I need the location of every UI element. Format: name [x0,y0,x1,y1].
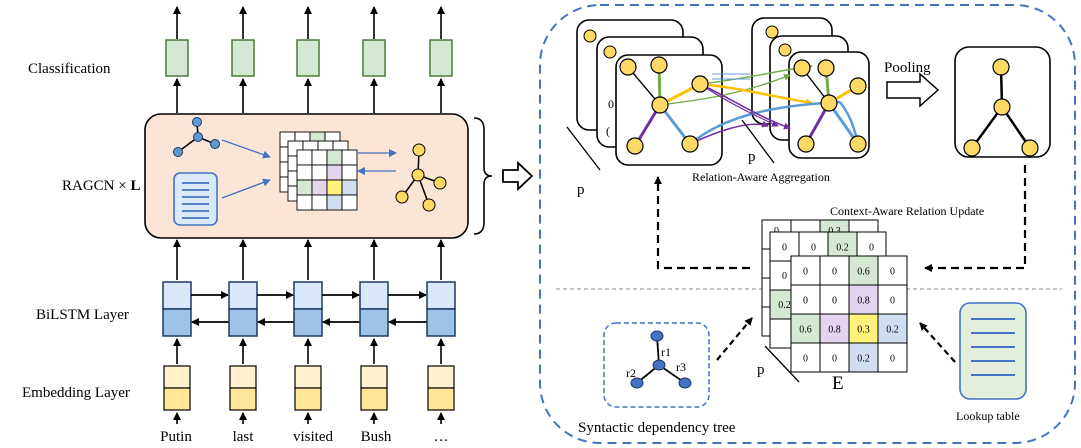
bilstm-forward-cell [293,281,323,310]
svg-text:0: 0 [832,354,837,365]
svg-text:0: 0 [803,354,808,365]
relation-aware-aggregation-label: Relation-Aware Aggregation [692,170,830,184]
classification-box [231,39,255,77]
bilstm-backward-cell [162,308,192,337]
token-column [426,6,456,424]
e-label: E [832,373,844,394]
graph-to-matrix-arrow [221,139,271,159]
svg-text:0: 0 [811,243,816,254]
ragcn-matrix-stack [279,131,358,211]
classification-label: Classification [28,61,111,77]
bilstm-backward-cell [359,308,389,337]
syntactic-tree: r1 r2 r3 [603,322,710,408]
left-graph-nodes [583,29,709,155]
bilstm-forward-cell [359,281,389,310]
svg-text:0: 0 [782,271,787,282]
input-word: Bush [361,429,392,445]
svg-text:0.2: 0.2 [886,325,899,336]
bilstm-label: BiLSTM Layer [36,307,129,323]
embedding-label: Embedding Layer [22,385,130,401]
input-word: visited [293,429,333,445]
classification-box [429,39,453,77]
tree-node-r1: r1 [661,345,671,359]
small-graph-icon [173,117,220,157]
svg-text:(: ( [606,124,610,138]
svg-text:0: 0 [890,267,895,278]
pooling-label: Pooling [884,60,931,76]
bilstm-backward-cell [293,308,323,337]
tree-node-r2: r2 [626,366,636,380]
aggregation-dashed-arrow [654,176,750,270]
pooled-graph [954,46,1051,158]
ragcn-detail-dashed-frame [539,4,1076,444]
embedding-cell-top [163,365,191,389]
pooling-arrow-icon [886,72,940,108]
svg-text:0.2: 0.2 [836,243,849,254]
svg-text:0: 0 [890,354,895,365]
e-matrix-layer-front: 0 0 0.6 0 0 0 0.8 0 0.6 0.8 0.3 0.2 0 0 0.2 0 [790,255,908,373]
left-panel: Classification RAGCN × L BiLSTM Layer Em… [22,6,534,445]
input-word: last [233,429,255,445]
svg-text:0: 0 [608,97,614,111]
svg-text:0: 0 [803,267,808,278]
tree-node-r3: r3 [676,360,686,374]
svg-text:0: 0 [832,267,837,278]
ragcn-bracket [473,117,493,235]
svg-text:0: 0 [832,296,837,307]
token-column [359,6,427,424]
ragcn-output-graph [395,143,447,212]
input-word: Putin [160,429,192,445]
p-label-left: p [577,182,585,198]
token-column [293,6,360,424]
bilstm-backward-cell [228,308,258,337]
svg-text:0: 0 [782,243,787,254]
svg-text:0.8: 0.8 [828,325,841,336]
classification-box [296,39,320,77]
svg-text:0.3: 0.3 [857,325,870,336]
svg-text:0.2: 0.2 [778,300,791,311]
bilstm-forward-cell [426,281,456,310]
ragcn-label: RAGCN × L [62,178,140,194]
doc-to-matrix-arrow [221,178,271,199]
svg-text:0.8: 0.8 [857,296,870,307]
mid-graph-nodes [765,25,867,153]
embedding-cell-bottom [163,387,191,411]
svg-text:0.2: 0.2 [857,354,870,365]
embedding-cell-bottom [294,387,322,411]
bilstm-forward-cell [228,281,258,310]
relation-matrix-E: 0 0.3 0 0 0.2 0 0.2 00 0 0.6 0 0 0 0.8 0 0.6 0.8 0.3 0.2 0 0… [761,219,908,373]
bilstm-forward-cell [162,281,192,310]
document-icon [173,172,218,226]
lookup-table-label: Lookup table [956,409,1020,423]
embedding-cell-bottom [229,387,257,411]
classification-box [362,39,386,77]
embedding-cell-bottom [427,387,455,411]
update-dashed-arrow [924,165,1027,272]
tree-to-matrix-arrow [716,317,753,361]
lookup-table-icon [959,302,1027,400]
svg-text:0.6: 0.6 [857,267,870,278]
context-aware-relation-update-label: Context-Aware Relation Update [830,204,984,218]
token-column [228,6,294,424]
right-panel: 0 ( p p [539,4,1076,444]
syntactic-tree-label: Syntactic dependency tree [578,420,736,436]
svg-text:0: 0 [803,296,808,307]
token-column [162,6,229,424]
classification-box [165,39,189,77]
svg-text:0: 0 [869,243,874,254]
expand-arrow-icon [502,160,534,192]
p-label-e: p [757,362,765,378]
svg-text:0: 0 [890,296,895,307]
embedding-cell-top [294,365,322,389]
lookup-to-matrix-arrow [919,322,956,363]
embedding-cell-top [360,365,388,389]
p-label-mid: p [748,149,756,165]
bilstm-backward-cell [426,308,456,337]
svg-text:0.6: 0.6 [799,325,812,336]
embedding-cell-bottom [360,387,388,411]
embedding-cell-top [229,365,257,389]
input-word: … [434,429,449,445]
embedding-cell-top [427,365,455,389]
